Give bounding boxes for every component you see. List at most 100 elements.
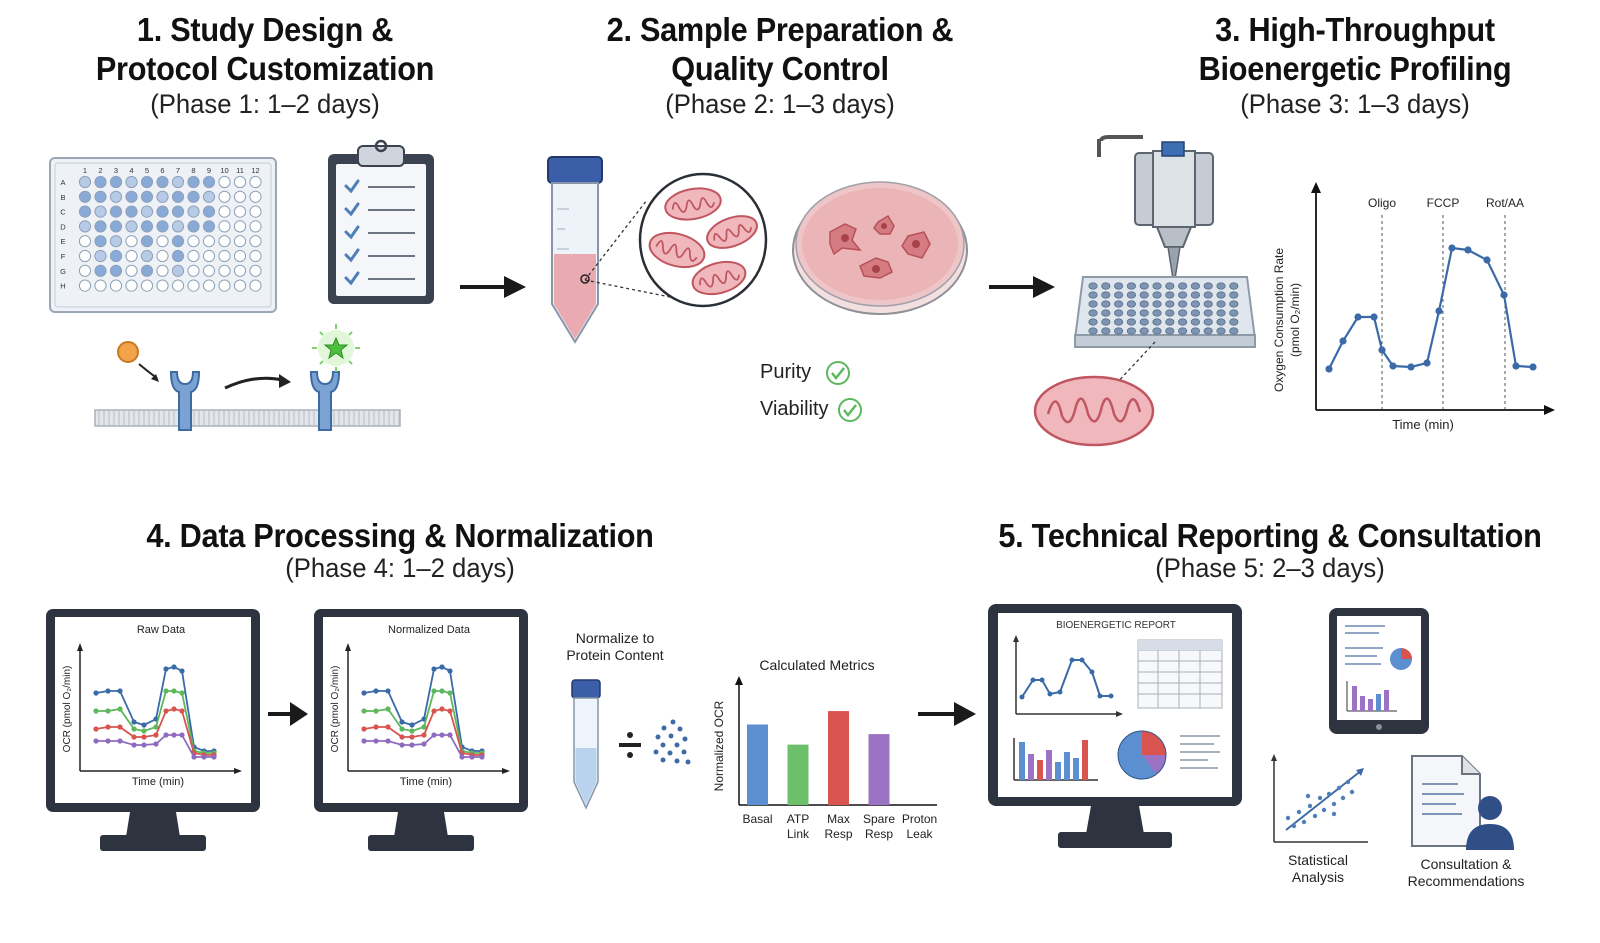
assay-well: [1229, 291, 1239, 299]
plate-well: [109, 279, 123, 292]
plate-well: [140, 205, 154, 218]
trace-point: [439, 732, 445, 738]
flow-arrow-4-5: [918, 702, 976, 726]
plate-well: [233, 175, 247, 189]
assay-well: [1152, 291, 1162, 299]
plate-well: [140, 279, 154, 292]
plate-well: [94, 279, 107, 292]
plate-well: [171, 235, 185, 248]
plate-well: [202, 249, 216, 263]
plate-well: [233, 279, 247, 292]
trace-point: [373, 688, 379, 694]
protein-dots-icon: [653, 719, 691, 765]
normalize-label-line2: Protein Content: [566, 647, 664, 663]
trace-point: [409, 728, 415, 734]
trace-point: [191, 754, 197, 760]
flow-arrow-2-3: [989, 276, 1055, 298]
injection-label: Oligo: [1368, 196, 1396, 210]
assay-well: [1178, 327, 1188, 335]
plate-well: [218, 220, 231, 233]
plate-well: [218, 205, 231, 218]
trace-point: [409, 722, 415, 728]
assay-well: [1139, 300, 1149, 308]
consult-line1: Consultation &: [1420, 856, 1512, 872]
trace-point: [141, 742, 147, 748]
trace-point: [131, 742, 137, 748]
trace-point: [385, 706, 391, 712]
assay-well: [1190, 291, 1201, 299]
assay-well: [1190, 327, 1201, 335]
assay-well: [1216, 327, 1226, 335]
plate-row-label: H: [60, 282, 65, 291]
plate-column-label: 8: [191, 166, 195, 175]
plate-well: [94, 235, 107, 248]
assay-well: [1229, 318, 1239, 326]
plate-well: [249, 249, 262, 263]
assay-well: [1152, 309, 1162, 317]
assay-well: [1113, 309, 1124, 317]
trace-point: [163, 708, 169, 714]
plate-well: [109, 235, 123, 248]
phase1-title-line1: 1. Study Design &: [136, 11, 394, 48]
plate-well: [187, 205, 200, 218]
plate-well: [233, 249, 247, 263]
monitor-title: Raw Data: [137, 624, 186, 636]
assay-well: [1101, 327, 1111, 335]
plate-well: [140, 220, 154, 233]
trace-point: [141, 728, 147, 734]
plate-well: [156, 220, 169, 233]
metric-category-label: Resp: [824, 827, 852, 841]
plate-row-label: D: [60, 222, 66, 231]
trace-point: [447, 668, 453, 674]
assay-well: [1113, 282, 1124, 290]
assay-well: [1190, 318, 1201, 326]
assay-well: [1152, 327, 1162, 335]
monitor-title: Normalized Data: [388, 624, 471, 636]
metric-category-label: ATP: [787, 812, 809, 826]
ocr-data-point: [1339, 337, 1347, 345]
assay-well: [1165, 318, 1175, 326]
assay-well: [1178, 318, 1188, 326]
assay-well: [1113, 300, 1124, 308]
assay-well: [1165, 282, 1175, 290]
assay-well: [1203, 309, 1213, 317]
plate-well: [94, 205, 107, 218]
trace-point: [459, 754, 465, 760]
ocr-data-point: [1325, 365, 1333, 373]
trace-point: [399, 742, 405, 748]
mitochondrion-icon: [1033, 375, 1155, 447]
assay-well: [1216, 291, 1226, 299]
assay-well: [1113, 291, 1124, 299]
trace-point: [93, 708, 99, 714]
trace-point: [439, 664, 445, 670]
mitochondrion: [664, 187, 722, 221]
plate-well: [233, 190, 247, 203]
plate-well: [249, 220, 262, 233]
plate-well: [94, 175, 107, 189]
plate-well: [125, 190, 138, 203]
assay-well: [1203, 282, 1213, 290]
assay-well: [1165, 309, 1175, 317]
assay-well: [1088, 282, 1098, 290]
analyzer-probe-icon: [1097, 135, 1214, 286]
ocr-data-point: [1378, 346, 1386, 354]
trace-point: [163, 688, 169, 694]
assay-well: [1113, 318, 1124, 326]
plate-well: [249, 235, 262, 248]
ocr-chart-ylabel-line2: (pmol O₂/min): [1288, 283, 1302, 357]
metric-bar: [787, 744, 809, 805]
assay-well: [1229, 282, 1239, 290]
trace-point: [153, 732, 159, 738]
assay-well: [1113, 327, 1124, 335]
plate-well: [187, 190, 200, 203]
trace-point: [421, 732, 427, 738]
trace-point: [361, 738, 367, 744]
trace-point: [431, 732, 437, 738]
trace-point: [105, 738, 111, 744]
plate-well: [78, 249, 92, 263]
assay-well: [1216, 300, 1226, 308]
assay-well: [1178, 300, 1188, 308]
assay-well: [1139, 309, 1149, 317]
normalize-label-line1: Normalize to: [575, 630, 655, 646]
